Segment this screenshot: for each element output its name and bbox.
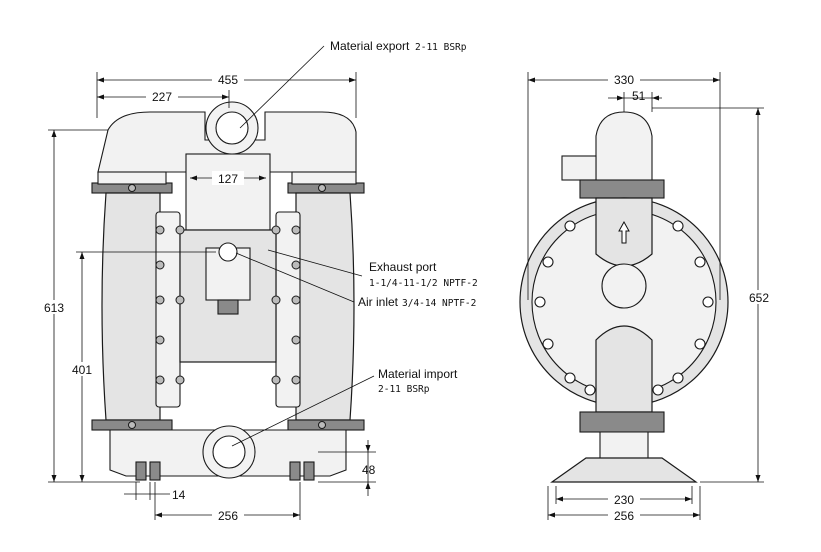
front-right-chamber bbox=[295, 192, 355, 421]
side-top-dome bbox=[595, 111, 653, 181]
side-dimensions: 330 51 652 230 256 bbox=[527, 72, 774, 523]
front-dimensions: 455 227 127 613 401 48 14 bbox=[40, 72, 376, 523]
side-lower-channel bbox=[595, 325, 653, 413]
front-left-foot-a bbox=[135, 461, 147, 481]
callout-material-export-spec: 2-11 BSRp bbox=[415, 42, 467, 53]
front-view bbox=[91, 101, 365, 481]
dim-front-inlet-height: 401 bbox=[72, 363, 92, 377]
dim-front-half-width: 227 bbox=[152, 90, 172, 104]
front-upper-right-band bbox=[291, 171, 357, 185]
dim-side-offset: 51 bbox=[632, 89, 646, 103]
callout-material-import-label: Material import bbox=[378, 367, 458, 381]
dim-side-base-width: 230 bbox=[614, 493, 634, 507]
front-center-housing bbox=[185, 153, 271, 231]
front-left-foot-b bbox=[149, 461, 161, 481]
front-bolts bbox=[128, 184, 326, 429]
dim-front-foot-width: 14 bbox=[172, 488, 186, 502]
dim-front-overall-height: 613 bbox=[44, 301, 64, 315]
front-left-chamber bbox=[101, 192, 161, 421]
callouts: Material export 2-11 BSRp Exhaust port 1… bbox=[231, 39, 478, 447]
front-upper-left-band bbox=[97, 171, 167, 185]
side-bolts bbox=[534, 220, 714, 396]
dim-side-overall-width: 330 bbox=[614, 73, 634, 87]
side-flow-arrow-icon bbox=[618, 220, 630, 244]
dim-front-foot-spacing: 256 bbox=[218, 509, 238, 523]
front-right-foot-b bbox=[303, 461, 315, 481]
side-base-plate bbox=[550, 457, 698, 483]
side-upper-flange bbox=[579, 179, 665, 199]
callout-air-inlet-label: Air inlet bbox=[358, 295, 399, 309]
front-material-export-bore bbox=[215, 111, 249, 145]
callout-air-inlet-spec: 3/4-14 NPTF-2 bbox=[402, 298, 476, 309]
front-right-foot-a bbox=[289, 461, 301, 481]
side-view bbox=[519, 111, 729, 483]
side-center-port bbox=[601, 263, 647, 309]
callout-exhaust-port-label: Exhaust port bbox=[369, 260, 437, 274]
front-valve-plug bbox=[217, 299, 239, 315]
callout-material-import-spec: 2-11 BSRp bbox=[378, 384, 430, 395]
callout-material-export-label: Material export bbox=[330, 39, 410, 53]
dim-side-foot-spacing: 256 bbox=[614, 509, 634, 523]
dim-side-overall-height: 652 bbox=[749, 291, 769, 305]
callout-exhaust-port-spec: 1-1/4-11-1/2 NPTF-2 bbox=[369, 278, 478, 289]
dim-front-foot-height: 48 bbox=[362, 463, 376, 477]
side-lower-flange bbox=[579, 411, 665, 433]
dim-front-inner-width: 127 bbox=[218, 172, 238, 186]
side-top-bracket bbox=[561, 155, 597, 181]
dim-front-overall-width: 455 bbox=[218, 73, 238, 87]
front-material-import-bore bbox=[212, 435, 246, 469]
front-air-inlet-port bbox=[218, 242, 238, 262]
